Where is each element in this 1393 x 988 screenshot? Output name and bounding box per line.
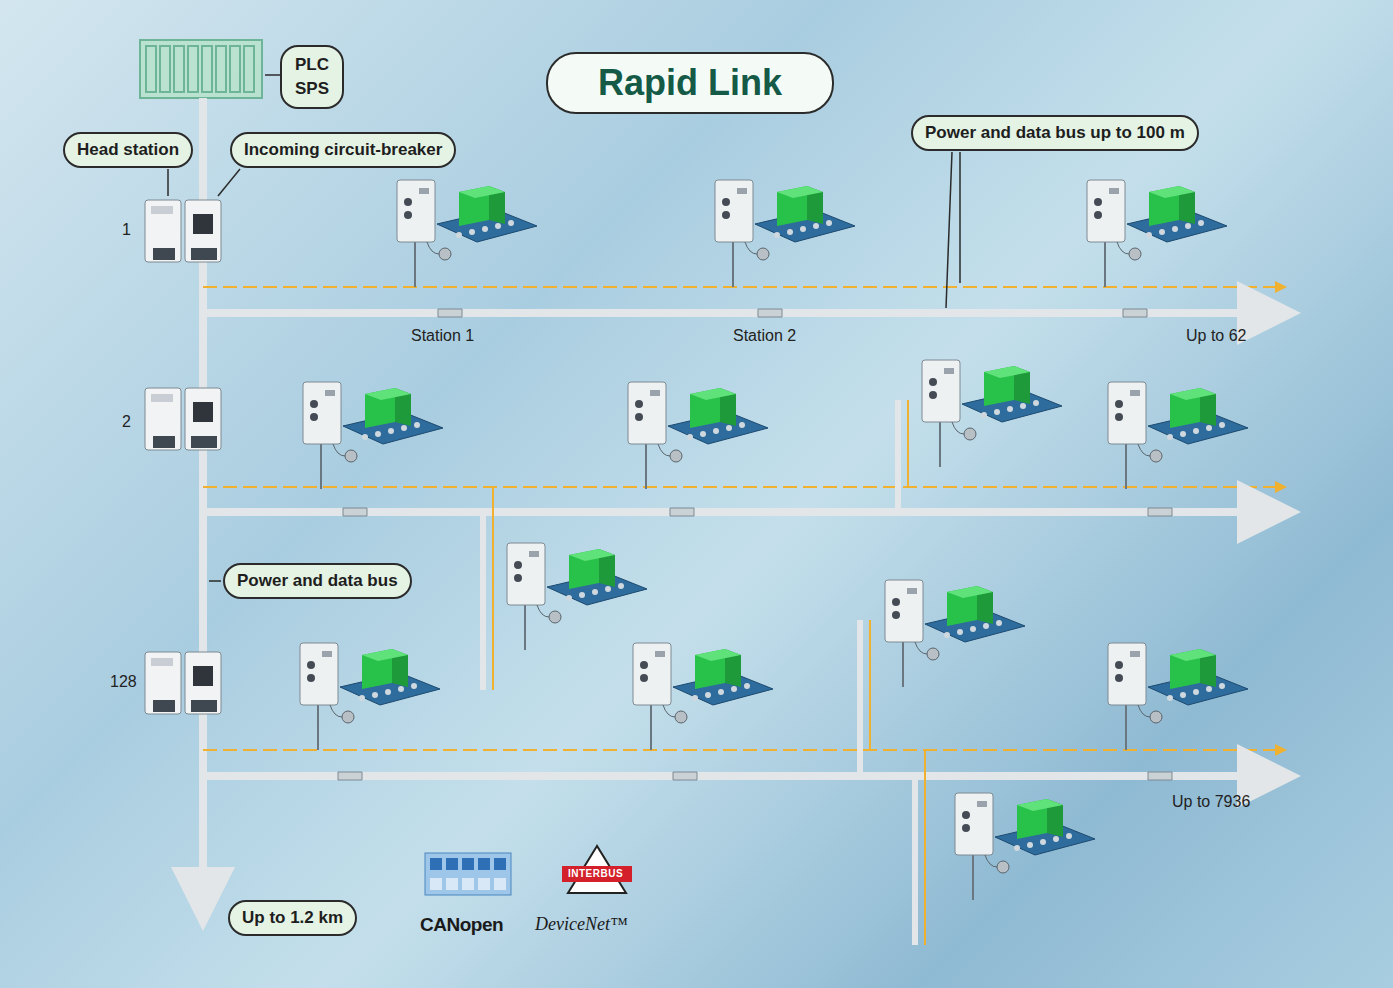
callout-text: Incoming circuit-breaker <box>244 140 442 160</box>
station-label: Station 2 <box>733 327 796 345</box>
title-box: Rapid Link <box>546 52 834 114</box>
plc-callout: PLC SPS <box>280 45 344 109</box>
row-number: 128 <box>110 673 137 691</box>
bus-total-length-callout: Up to 1.2 km <box>228 900 357 936</box>
callout-text: Power and data bus <box>237 571 398 591</box>
head-station-callout: Head station <box>63 132 193 168</box>
callout-text: Power and data bus up to 100 m <box>925 123 1185 143</box>
row-number: 1 <box>122 221 131 239</box>
bus-length-callout: Power and data bus up to 100 m <box>911 115 1199 151</box>
bus-callout: Power and data bus <box>223 563 412 599</box>
title-text: Rapid Link <box>598 62 782 103</box>
circuit-breaker-callout: Incoming circuit-breaker <box>230 132 456 168</box>
callout-text: Up to 1.2 km <box>242 908 343 928</box>
count-label: Up to 7936 <box>1172 793 1250 811</box>
logo-text: INTERBUS <box>568 866 623 882</box>
logo-text: DeviceNet™ <box>535 914 628 935</box>
count-label: Up to 62 <box>1186 327 1246 345</box>
logo-text: CANopen <box>420 914 503 936</box>
callout-text: PLC SPS <box>290 53 334 101</box>
station-label: Station 1 <box>411 327 474 345</box>
row-number: 2 <box>122 413 131 431</box>
callout-text: Head station <box>77 140 179 160</box>
